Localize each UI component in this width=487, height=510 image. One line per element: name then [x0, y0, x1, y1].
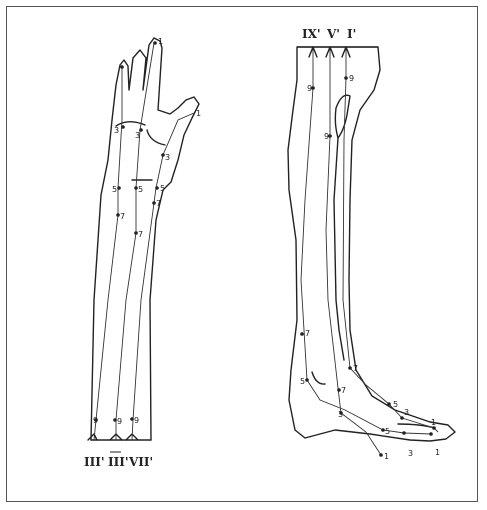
ankle-contour — [312, 372, 325, 384]
leg-label-5a: 5 — [300, 377, 305, 386]
arm-channel-label-1: III' — [84, 455, 105, 469]
arm-label-3c: 3 — [165, 153, 170, 162]
arm-label-1b: 1 — [196, 109, 201, 118]
leg-figure: 9 9 9 7 7 7 5 5 5 3 3 3 1 1 1 IX' V' I' — [288, 27, 455, 461]
arm-label-7b: 7 — [138, 230, 143, 239]
leg-label-5c: 5 — [393, 400, 398, 409]
arm-label-5a: 5 — [112, 185, 117, 194]
thumb-crease — [147, 130, 165, 145]
arm-label-5c: 5 — [160, 184, 165, 193]
arm-channel-label-2: III' — [108, 455, 129, 469]
leg-point-9c — [344, 76, 348, 80]
leg-point-5a — [305, 378, 309, 382]
leg-point-1b — [429, 432, 433, 436]
arm-channel-label-3: VII' — [128, 455, 153, 469]
arm-point-3a — [121, 125, 125, 129]
leg-label-5b: 5 — [385, 427, 390, 436]
arm-label-9b: 9 — [117, 417, 122, 426]
leg-shin-line — [334, 138, 344, 360]
leg-label-1b: 1 — [435, 448, 440, 457]
arm-label-1a: 1 — [158, 37, 163, 46]
leg-point-7a — [300, 332, 304, 336]
leg-label-7a: 7 — [305, 329, 310, 338]
leg-label-3c: 3 — [404, 408, 409, 417]
arm-label-7a: 7 — [120, 212, 125, 221]
arm-point-tip-2 — [153, 41, 157, 45]
leg-label-3b: 3 — [408, 449, 413, 458]
arm-label-3b: 3 — [135, 131, 140, 140]
leg-label-9b: 9 — [324, 132, 329, 141]
leg-outline — [288, 47, 455, 441]
arm-point-tip-1 — [120, 65, 124, 69]
leg-point-7c — [348, 366, 352, 370]
leg-label-1c: 1 — [431, 418, 436, 427]
arm-point-5c — [155, 186, 159, 190]
arm-label-9c: 9 — [134, 416, 139, 425]
arm-meridian-3 — [132, 113, 194, 440]
arm-point-5a — [117, 186, 121, 190]
leg-point-1a — [379, 453, 383, 457]
leg-inner-contour — [335, 95, 350, 138]
arm-figure: 3 3 3 5 5 5 7 7 7 9 9 9 1 1 III' III' VI… — [84, 37, 201, 469]
leg-label-7c: 7 — [353, 364, 358, 373]
arm-meridian-1 — [94, 67, 122, 440]
leg-point-3b — [402, 431, 406, 435]
arm-label-3a: 3 — [114, 126, 119, 135]
leg-meridian-1 — [301, 47, 431, 434]
leg-label-3a: 3 — [338, 410, 343, 419]
leg-meridian-2 — [326, 47, 381, 455]
leg-channel-label-3: I' — [347, 27, 356, 41]
leg-label-1a: 1 — [384, 452, 389, 461]
leg-point-5c — [387, 402, 391, 406]
leg-channel-label-2: V' — [326, 27, 340, 41]
toe-contour — [398, 424, 435, 428]
leg-channel-label-1: IX' — [302, 27, 321, 41]
arm-label-7c: 7 — [156, 199, 161, 208]
leg-meridian-3 — [343, 47, 438, 432]
leg-label-7b: 7 — [341, 386, 346, 395]
leg-label-9a: 9 — [307, 84, 312, 93]
leg-label-9c: 9 — [349, 74, 354, 83]
arm-arrow-1 — [88, 434, 97, 440]
arm-label-5b: 5 — [138, 185, 143, 194]
arm-label-9a: 9 — [93, 416, 98, 425]
